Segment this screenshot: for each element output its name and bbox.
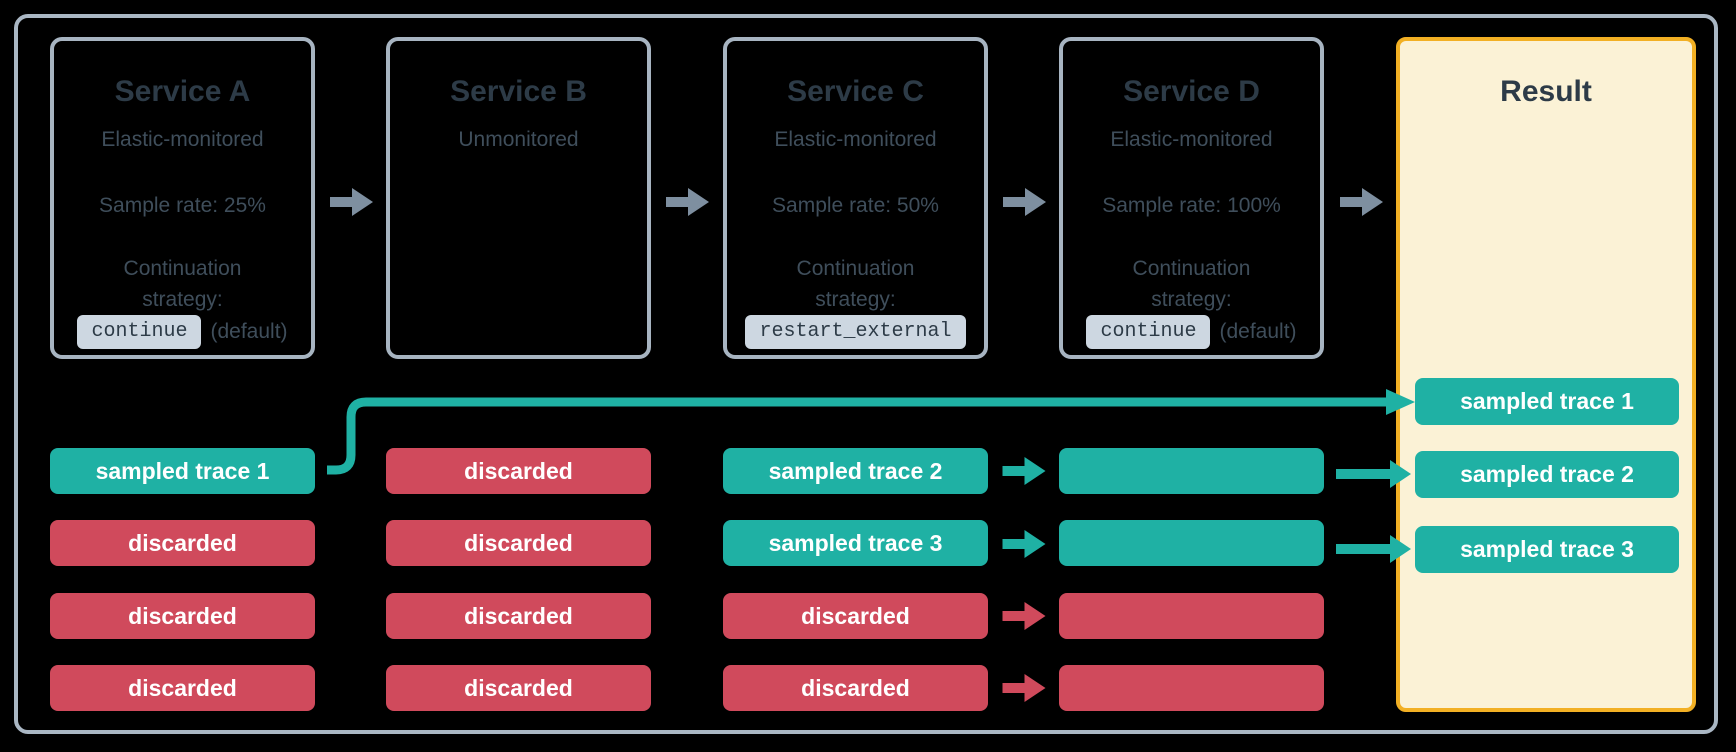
trace-pill: sampled trace 2 bbox=[723, 448, 988, 494]
flow-arrow-c-to-d-icon bbox=[1003, 188, 1046, 216]
trace-arrow-c-d-row3-icon bbox=[1002, 602, 1046, 630]
trace-arrow-d-result-row2-icon bbox=[1336, 535, 1411, 563]
trace-pill bbox=[1059, 665, 1324, 711]
result-box: Result bbox=[1396, 37, 1696, 712]
trace-arrow-c-d-row2-icon bbox=[1002, 530, 1046, 558]
service-a-sample-rate: Sample rate: 25% bbox=[99, 194, 266, 217]
trace-pill: sampled trace 3 bbox=[723, 520, 988, 566]
service-d-strategy-row: continue (default) bbox=[1063, 315, 1320, 349]
trace-pill: discarded bbox=[50, 593, 315, 639]
trace-pill: discarded bbox=[723, 593, 988, 639]
service-d-sample-rate: Sample rate: 100% bbox=[1102, 194, 1281, 217]
service-d-strategy-chip: continue bbox=[1086, 315, 1211, 349]
flow-arrow-d-to-result-icon bbox=[1340, 188, 1383, 216]
trace-pill: discarded bbox=[386, 448, 651, 494]
service-a-continuation-label: Continuation strategy: bbox=[123, 257, 242, 311]
service-b-monitoring: Unmonitored bbox=[458, 128, 579, 151]
service-a-title: Service A bbox=[114, 75, 251, 108]
result-trace-pill: sampled trace 1 bbox=[1415, 378, 1679, 425]
diagram-frame bbox=[14, 14, 1718, 734]
service-c-monitoring: Elastic-monitored bbox=[774, 128, 937, 151]
service-a-strategy-chip: continue bbox=[77, 315, 202, 349]
service-d-title: Service D bbox=[1123, 75, 1260, 108]
flow-arrow-a-to-b-icon bbox=[330, 188, 373, 216]
trace-arrow-c-d-row1-icon bbox=[1002, 457, 1046, 485]
flow-arrow-b-to-c-icon bbox=[666, 188, 709, 216]
service-a-box: Service A Elastic-monitored Sample rate:… bbox=[50, 37, 315, 359]
result-title: Result bbox=[1500, 75, 1592, 108]
service-b-box: Service B Unmonitored bbox=[386, 37, 651, 359]
trace-pill: discarded bbox=[386, 593, 651, 639]
trace-pill: discarded bbox=[50, 520, 315, 566]
service-c-sample-rate: Sample rate: 50% bbox=[772, 194, 939, 217]
service-b-title: Service B bbox=[450, 75, 587, 108]
service-c-title: Service C bbox=[787, 75, 924, 108]
trace-pill: discarded bbox=[386, 665, 651, 711]
service-c-continuation-label: Continuation strategy: bbox=[796, 257, 915, 311]
service-a-strategy-row: continue (default) bbox=[54, 315, 311, 349]
trace-pill bbox=[1059, 520, 1324, 566]
result-trace-pill: sampled trace 3 bbox=[1415, 526, 1679, 573]
service-d-box: Service D Elastic-monitored Sample rate:… bbox=[1059, 37, 1324, 359]
service-d-continuation-label: Continuation strategy: bbox=[1132, 257, 1251, 311]
trace-pill: discarded bbox=[386, 520, 651, 566]
service-a-monitoring: Elastic-monitored bbox=[101, 128, 264, 151]
service-d-strategy-suffix: (default) bbox=[1219, 320, 1297, 343]
trace-arrow-d-result-row1-icon bbox=[1336, 460, 1411, 488]
service-c-box: Service C Elastic-monitored Sample rate:… bbox=[723, 37, 988, 359]
trace-pill: discarded bbox=[50, 665, 315, 711]
trace-pill: discarded bbox=[723, 665, 988, 711]
trace-pill bbox=[1059, 448, 1324, 494]
service-a-strategy-suffix: (default) bbox=[210, 320, 288, 343]
service-d-monitoring: Elastic-monitored bbox=[1110, 128, 1273, 151]
service-c-strategy-chip: restart_external bbox=[745, 315, 966, 349]
trace-pill: sampled trace 1 bbox=[50, 448, 315, 494]
trace-pill bbox=[1059, 593, 1324, 639]
service-c-strategy-row: restart_external bbox=[727, 315, 984, 349]
result-trace-pill: sampled trace 2 bbox=[1415, 451, 1679, 498]
trace-arrow-c-d-row4-icon bbox=[1002, 674, 1046, 702]
